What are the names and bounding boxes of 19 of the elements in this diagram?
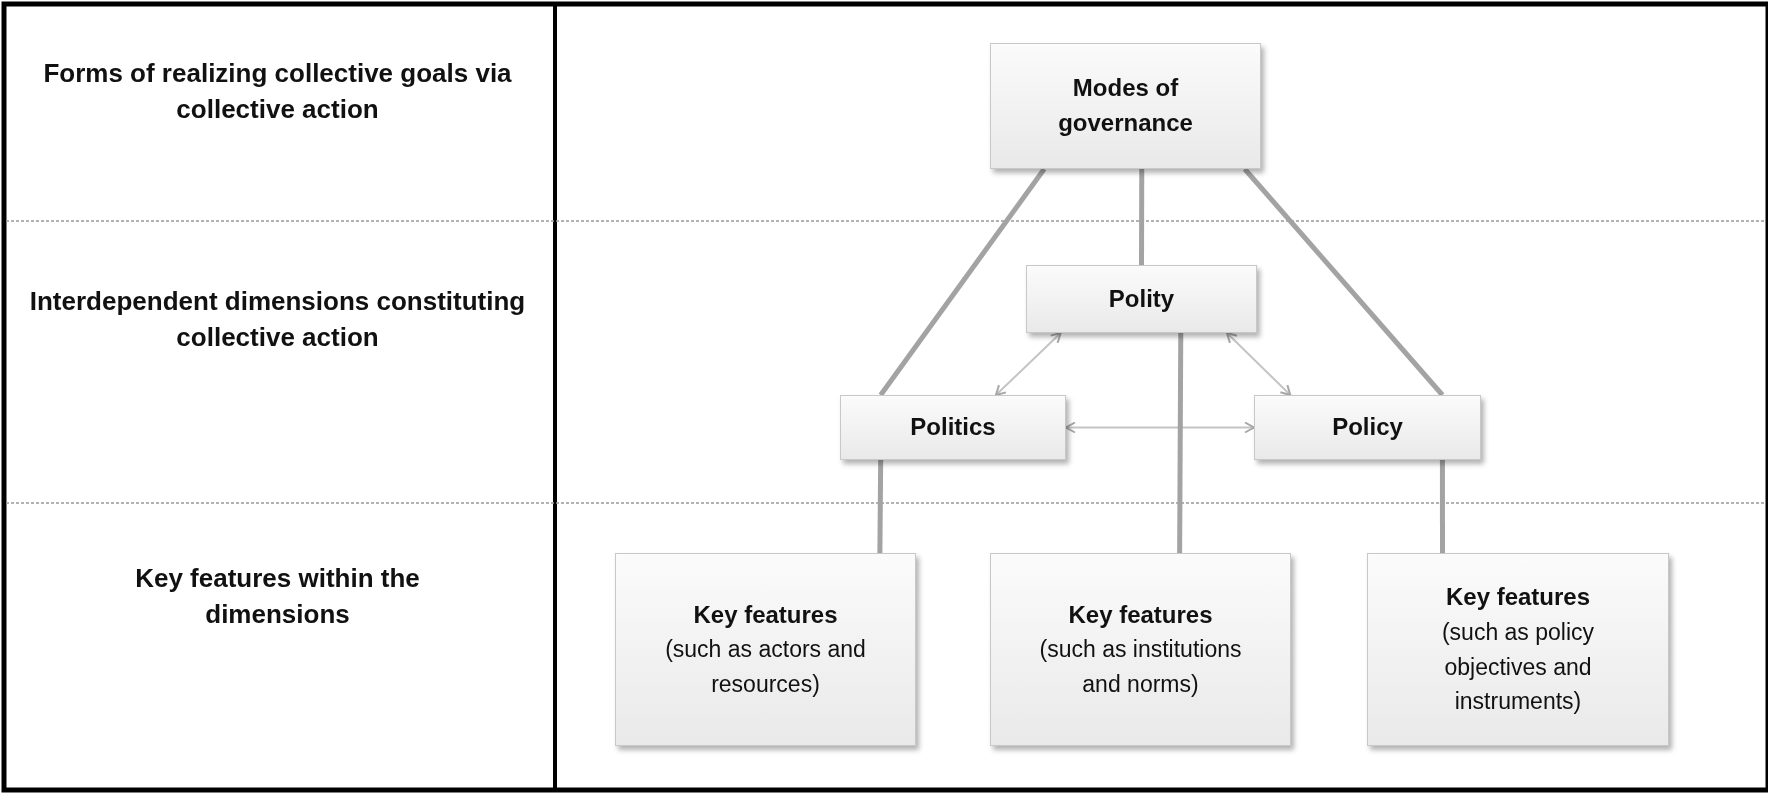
connector-line — [1177, 333, 1184, 553]
row-heading: Forms of realizing collective goals via collective action — [42, 57, 513, 127]
connector-line — [1242, 167, 1445, 397]
connector-line — [1139, 169, 1145, 265]
process-box: Modes of governance — [990, 43, 1261, 169]
connector-line — [877, 460, 884, 554]
process-box: Key features (such as policy objectives and instruments) — [1367, 553, 1669, 746]
process-box: Politics — [840, 395, 1066, 460]
process-box: Key features (such as institutions and norms) — [990, 553, 1291, 746]
row-heading: Key features within the dimensions — [134, 562, 421, 632]
process-box: Polity — [1026, 265, 1257, 333]
connector-line — [878, 167, 1047, 397]
arrow — [1225, 332, 1292, 396]
arrow — [1065, 421, 1255, 434]
arrow — [994, 332, 1062, 396]
process-box: Policy — [1254, 395, 1481, 460]
row-heading: Interdependent dimensions constituting collective action — [28, 285, 527, 355]
process-box: Key features (such as actors and resources) — [615, 553, 916, 746]
connector-line — [1439, 460, 1445, 553]
